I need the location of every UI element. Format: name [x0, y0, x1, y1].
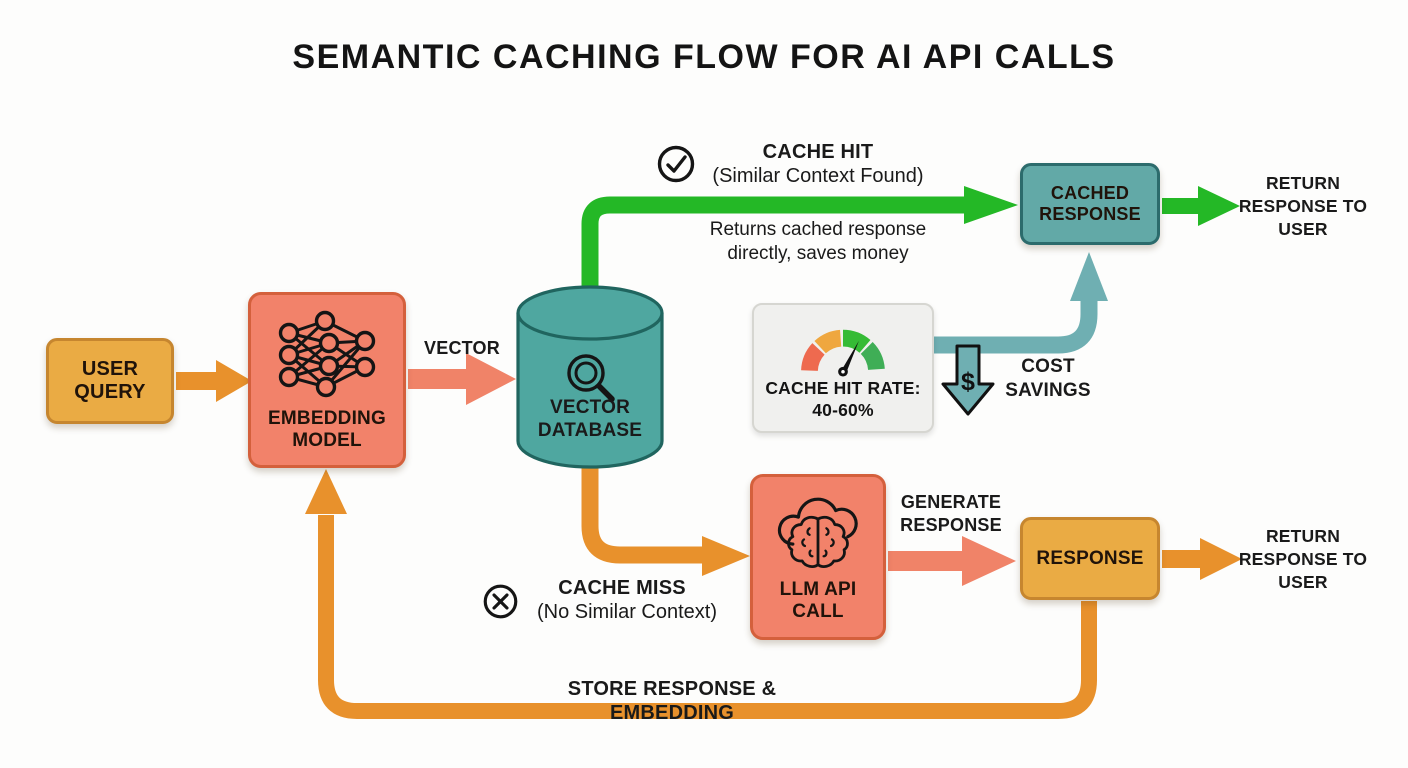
- dollar-down-arrow-icon: $: [941, 344, 995, 416]
- embedding-to-database-arrow: [408, 353, 516, 405]
- cost-savings-arrow: [930, 252, 1108, 354]
- node-cached-response: CACHED RESPONSE: [1020, 163, 1160, 245]
- llm-api-call-label: LLM API CALL: [779, 579, 857, 622]
- cache-hit-note: Returns cached response directly, saves …: [709, 219, 927, 264]
- page-title: SEMANTIC CACHING FLOW FOR AI API CALLS: [292, 38, 1116, 76]
- store-loop-arrow: [305, 469, 1097, 719]
- cache-hit-arrow: [581, 186, 1018, 302]
- cache-hit-rate-value: 40-60%: [812, 400, 874, 420]
- node-response: RESPONSE: [1020, 517, 1160, 600]
- vector-database-label: VECTOR DATABASE: [537, 397, 643, 442]
- node-vector-database: [516, 285, 664, 469]
- response-label: RESPONSE: [1036, 547, 1144, 569]
- embedding-model-label: EMBEDDING MODEL: [268, 407, 386, 451]
- cache-hit-title: CACHE HIT: [762, 141, 874, 163]
- neural-network-icon: [278, 310, 376, 397]
- cache-hit-rate-card: CACHE HIT RATE: 40-60%: [752, 303, 934, 433]
- cached-response-label: CACHED RESPONSE: [1039, 183, 1141, 224]
- return-to-user-top-label: RETURN RESPONSE TO USER: [1238, 173, 1368, 239]
- node-embedding-model: EMBEDDING MODEL: [248, 292, 406, 468]
- cache-hit-rate-label: CACHE HIT RATE:: [765, 377, 921, 398]
- magnifier-icon: [567, 354, 615, 402]
- generate-response-label: GENERATE RESPONSE: [900, 492, 1002, 536]
- cached-response-out-arrow: [1162, 186, 1240, 226]
- cloud-brain-icon: [777, 497, 858, 569]
- llm-to-response-arrow: [888, 536, 1016, 586]
- user-query-label: USER QUERY: [74, 358, 146, 403]
- node-llm-api-call: LLM API CALL: [750, 474, 886, 640]
- x-circle-icon: [483, 584, 518, 619]
- check-circle-icon: [657, 145, 695, 183]
- node-user-query: USER QUERY: [46, 338, 174, 424]
- user-query-to-embedding-arrow: [176, 360, 252, 402]
- cache-miss-title: CACHE MISS: [558, 577, 686, 599]
- cache-miss-subtitle: (No Similar Context): [536, 601, 718, 623]
- response-out-arrow: [1162, 538, 1242, 580]
- cost-savings-label: COST SAVINGS: [1005, 356, 1091, 402]
- dollar-sign: $: [961, 368, 975, 396]
- cache-miss-arrow: [581, 452, 750, 576]
- gauge-icon: [801, 329, 885, 377]
- cache-hit-subtitle: (Similar Context Found): [712, 165, 924, 187]
- vector-label: VECTOR: [424, 338, 500, 358]
- return-to-user-bottom-label: RETURN RESPONSE TO USER: [1238, 526, 1368, 592]
- store-loop-label: STORE RESPONSE & EMBEDDING: [567, 678, 777, 725]
